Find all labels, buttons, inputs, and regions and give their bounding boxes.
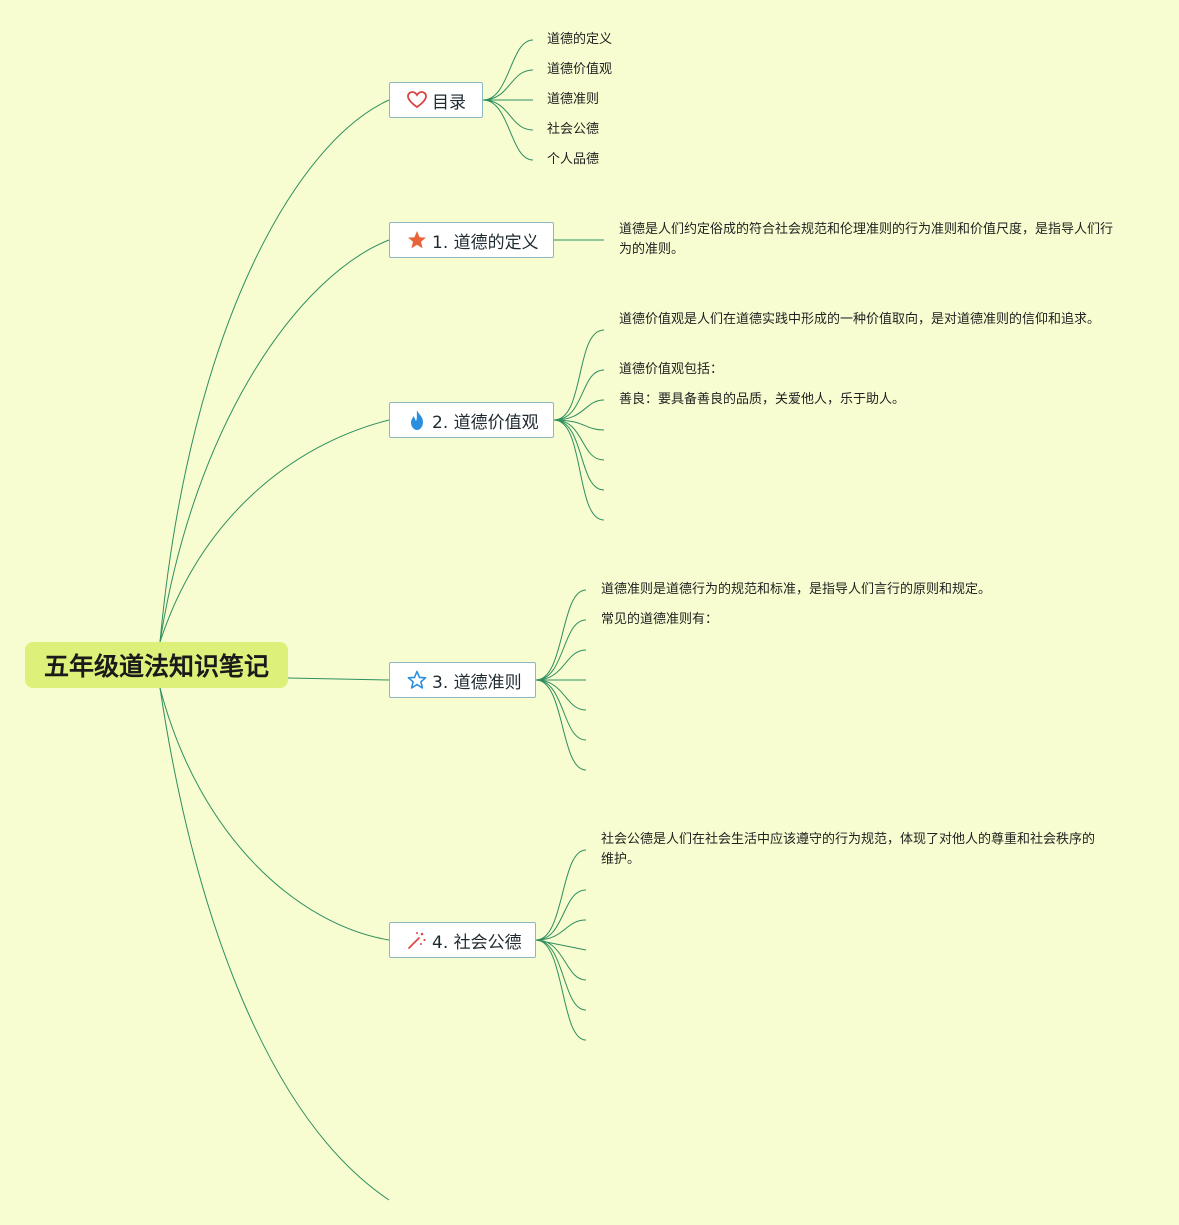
flame-icon bbox=[406, 409, 428, 431]
branch-public-morality[interactable]: 4. 社会公德 bbox=[389, 922, 536, 958]
definition-text[interactable]: 道德是人们约定俗成的符合社会规范和伦理准则的行为准则和价值尺度，是指导人们行为的… bbox=[619, 222, 1114, 257]
heart-outline-icon bbox=[406, 89, 428, 111]
toc-item[interactable]: 道德价值观 bbox=[547, 62, 613, 77]
values-item[interactable]: 道德价值观包括： bbox=[619, 362, 724, 377]
branch-toc[interactable]: 目录 bbox=[389, 82, 483, 118]
star-outline-icon bbox=[406, 669, 428, 691]
root-title: 五年级道法知识笔记 bbox=[43, 652, 269, 681]
toc-item[interactable]: 社会公德 bbox=[547, 122, 600, 137]
branch-label: 目录 bbox=[432, 92, 466, 113]
branch-norms[interactable]: 3. 道德准则 bbox=[389, 662, 536, 698]
root-topic[interactable]: 五年级道法知识笔记 bbox=[25, 642, 288, 688]
toc-item[interactable]: 个人品德 bbox=[547, 152, 600, 167]
branch-label: 3. 道德准则 bbox=[432, 672, 522, 693]
branch-label: 1. 道德的定义 bbox=[432, 232, 539, 253]
values-item[interactable]: 道德价值观是人们在道德实践中形成的一种价值取向，是对道德准则的信仰和追求。 bbox=[619, 312, 1101, 327]
branch-values[interactable]: 2. 道德价值观 bbox=[389, 402, 554, 438]
star-filled-icon bbox=[406, 229, 428, 251]
magic-wand-icon bbox=[406, 929, 428, 951]
branch-definition[interactable]: 1. 道德的定义 bbox=[389, 222, 554, 258]
branch-label: 4. 社会公德 bbox=[432, 932, 522, 953]
norms-item[interactable]: 常见的道德准则有： bbox=[601, 612, 719, 627]
branch-label: 2. 道德价值观 bbox=[432, 412, 539, 433]
norms-item[interactable]: 道德准则是道德行为的规范和标准，是指导人们言行的原则和规定。 bbox=[601, 582, 992, 597]
toc-item[interactable]: 道德准则 bbox=[547, 92, 600, 107]
toc-item[interactable]: 道德的定义 bbox=[547, 32, 613, 47]
values-item[interactable]: 善良：要具备善良的品质，关爱他人，乐于助人。 bbox=[619, 392, 906, 407]
public-morality-item[interactable]: 社会公德是人们在社会生活中应该遵守的行为规范，体现了对他人的尊重和社会秩序的维护… bbox=[601, 832, 1096, 867]
